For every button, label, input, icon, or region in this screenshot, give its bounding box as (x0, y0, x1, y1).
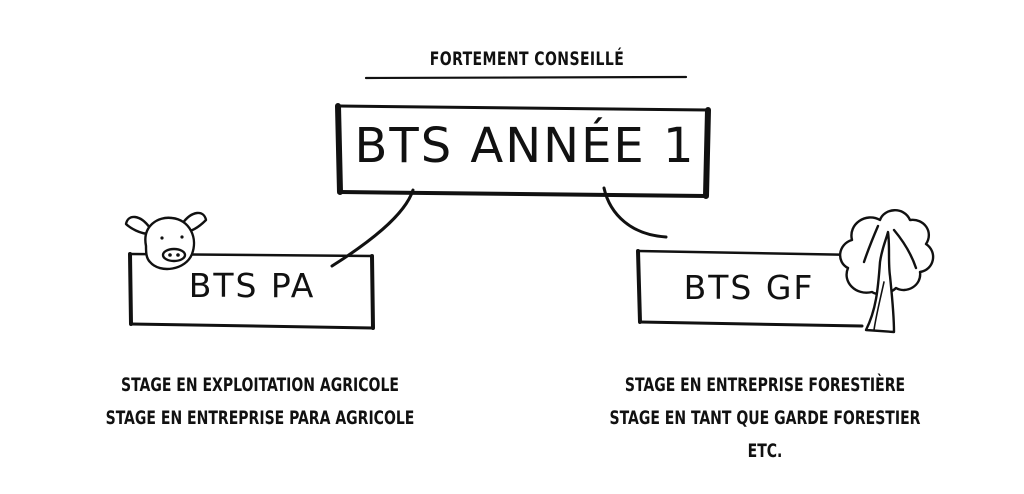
detail-line: STAGE EN ENTREPRISE FORESTIÈRE (624, 374, 906, 396)
tree-icon (839, 209, 935, 334)
bts-pa-label: BTS PA (188, 266, 316, 305)
bts-gf-box (636, 249, 864, 328)
bts-pa-details: STAGE EN EXPLOITATION AGRICOLE STAGE EN … (63, 369, 457, 435)
detail-line: STAGE EN TANT QUE GARDE FORESTIER (609, 407, 921, 429)
connector-left (330, 188, 415, 268)
detail-line: STAGE EN ENTREPRISE PARA AGRICOLE (105, 407, 415, 429)
main-title-box (335, 103, 711, 199)
bts-gf-details: STAGE EN ENTREPRISE FORESTIÈRE STAGE EN … (564, 369, 966, 468)
detail-line: STAGE EN EXPLOITATION AGRICOLE (121, 374, 399, 396)
connector-right (602, 186, 668, 239)
page-title: BTS ANNÉE 1 (354, 118, 696, 174)
subtitle: FORTEMENT CONSEILLÉ (429, 48, 625, 70)
bts-gf-label: BTS GF (683, 268, 815, 307)
detail-line: ETC. (747, 440, 783, 462)
pig-icon (124, 211, 208, 271)
subtitle-underline (364, 75, 688, 80)
